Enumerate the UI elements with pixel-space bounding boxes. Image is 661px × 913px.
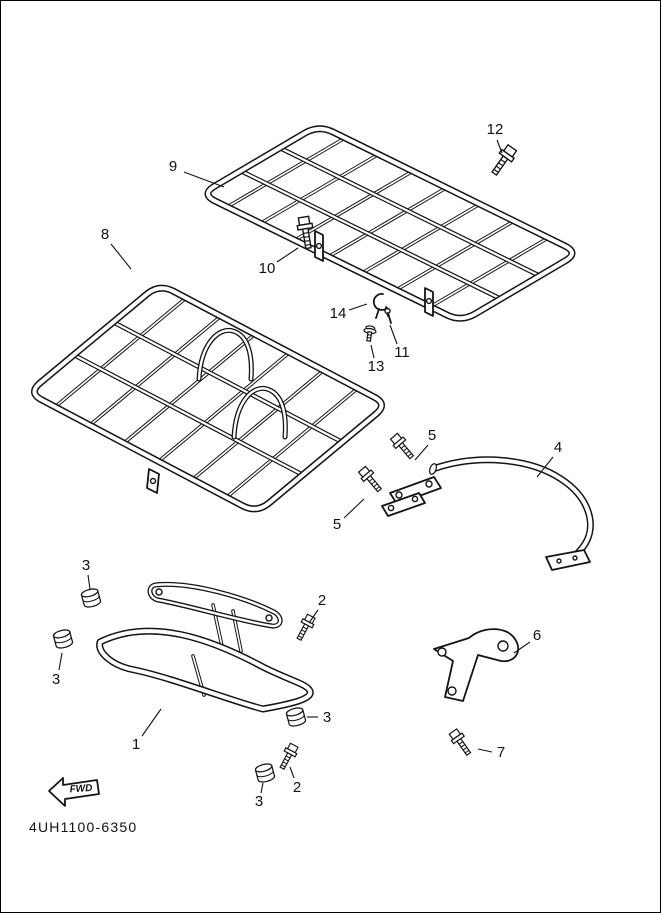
rear-rack-rails-inner [239, 146, 542, 301]
front-bumper-tube-inner [97, 629, 313, 711]
callout-label-3-b: 3 [52, 671, 60, 688]
callout-label-11: 11 [394, 344, 410, 361]
rear-carrier-rack [204, 125, 576, 322]
pin-shaft [387, 312, 392, 324]
bolt13-threads [367, 334, 372, 339]
leader-4 [536, 456, 554, 478]
leader-13 [370, 344, 375, 359]
bracket-body [433, 628, 520, 702]
bumper-plate-hole-4 [411, 495, 419, 503]
bumper-plate-hole-2 [425, 480, 433, 488]
callout-label-3-d: 3 [255, 793, 263, 810]
leader-1 [141, 708, 162, 737]
callout-label-9: 9 [169, 158, 177, 175]
callout-label-3-a: 3 [82, 557, 90, 574]
leader-8 [110, 243, 132, 270]
leader-14 [348, 303, 368, 311]
damper-3-d [254, 761, 276, 785]
damper-3-b [52, 627, 74, 651]
stay-hole-right [265, 614, 273, 622]
leader-6 [513, 641, 531, 654]
fwd-marker: FWD [48, 777, 100, 807]
front-rack-crossbars-inner [54, 297, 359, 498]
front-rack-mount-hole [149, 477, 157, 485]
damper-3-a [80, 586, 102, 610]
leader-10 [276, 247, 299, 263]
leader-12 [496, 139, 503, 154]
bracket-hook-hole [497, 640, 509, 652]
bolt-2-lower [276, 741, 301, 772]
stay-bracket [433, 628, 520, 702]
front-bumper-stay-inner [148, 583, 282, 628]
leader-5-lower [343, 498, 365, 519]
callout-labels: 9 12 10 14 13 11 8 4 5 5 3 3 2 3 1 2 3 6… [52, 121, 562, 810]
bumper-tube-inner [431, 457, 593, 566]
stay-hole-left [155, 588, 163, 596]
bumper-tube-open-end [429, 463, 437, 475]
bolt-12 [487, 142, 520, 179]
leader-3-a [87, 574, 91, 590]
front-rack-frame-inner [32, 286, 384, 511]
front-rack-rails-inner [72, 320, 344, 477]
bracket-hole-1 [437, 647, 447, 657]
rear-rack-crossbars-inner [226, 137, 549, 308]
callout-label-12: 12 [487, 121, 504, 138]
front-carrier-rack [31, 284, 385, 513]
callout-label-4: 4 [554, 439, 562, 456]
callout-label-2-upper: 2 [318, 592, 326, 609]
callout-leaders [58, 139, 554, 794]
rear-rack-frame-inner [206, 126, 574, 321]
leader-2-lower [289, 766, 295, 779]
callout-label-8: 8 [101, 226, 109, 243]
clamp-ring [372, 293, 388, 311]
front-rack-grab-loop-rear-inner [232, 387, 287, 439]
bumper-plate-hole-1 [395, 491, 403, 499]
fwd-arrow-icon [48, 777, 100, 807]
callout-label-5-lower: 5 [333, 516, 341, 533]
leader-7 [477, 748, 493, 753]
leader-11 [389, 324, 398, 345]
callout-label-5-upper: 5 [428, 427, 436, 444]
fwd-arrow-label: FWD [69, 783, 92, 796]
bolt-7 [447, 727, 475, 759]
front-bumper-assembly [96, 581, 314, 713]
rear-bumper [381, 456, 594, 571]
callout-label-2-lower: 2 [293, 779, 301, 796]
leader-2-upper [308, 609, 319, 624]
part-code: 4UH1100-6350 [29, 819, 137, 835]
bumper-foot-hole-1 [556, 558, 562, 564]
callout-label-6: 6 [533, 627, 541, 644]
clamp-14 [372, 293, 389, 319]
callout-label-13: 13 [368, 358, 385, 375]
bolt-5-upper [388, 431, 418, 462]
rear-rack-mount-hole-left [315, 242, 323, 250]
callout-label-10: 10 [259, 260, 276, 277]
damper-3-c [285, 705, 307, 729]
callout-label-1: 1 [132, 736, 140, 753]
leader-9 [183, 171, 225, 188]
bracket-hole-2 [447, 686, 457, 696]
leader-3-d [260, 782, 264, 794]
bumper-foot-hole-2 [572, 555, 578, 561]
callout-label-14: 14 [330, 305, 347, 322]
bumper-tube-outline [429, 456, 594, 568]
bumper-foot-plate [545, 549, 591, 571]
callout-label-7: 7 [497, 744, 505, 761]
pin-11 [384, 307, 392, 324]
leader-5-upper [414, 444, 429, 461]
bolt13-shaft [366, 331, 373, 342]
bolt-13 [363, 325, 377, 342]
leader-3-b [58, 652, 63, 671]
callout-label-3-c: 3 [323, 709, 331, 726]
rear-rack-mount-hole-right [425, 297, 433, 305]
front-rack-grab-loop-front-inner [197, 329, 253, 381]
bumper-plate-hole-3 [387, 504, 395, 512]
bolt-5-lower [356, 464, 386, 495]
